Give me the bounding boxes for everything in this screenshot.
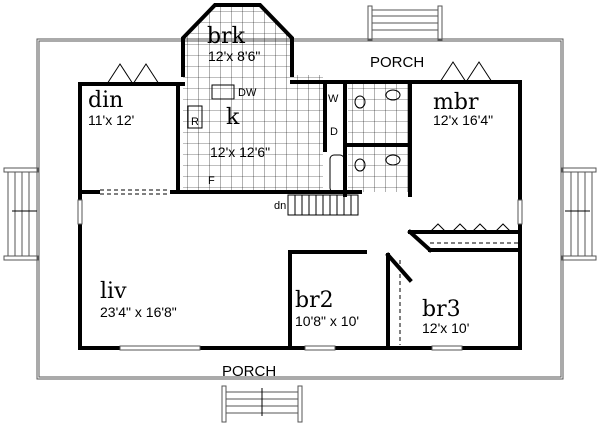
french-door-mbr [439, 61, 493, 83]
room-dims-k: 12'x 12'6" [210, 144, 270, 160]
stairs-left [3, 167, 39, 261]
toilet-2 [354, 158, 366, 172]
room-dims-din: 11'x 12' [88, 112, 134, 128]
porch-top-label: PORCH [370, 54, 424, 71]
label-refrigerator: R [191, 116, 199, 128]
label-furnace: F [208, 175, 215, 187]
room-name-br3: br3 [422, 297, 461, 322]
kitchen-floor [183, 75, 323, 190]
refrigerator [187, 105, 203, 129]
bath-floor [348, 82, 408, 192]
bifold-doors [429, 223, 512, 233]
interior-walls [78, 80, 522, 350]
room-name-k: k [226, 105, 240, 130]
stairs-right [561, 167, 597, 261]
label-dishwasher: DW [238, 87, 257, 99]
breakfast-bay [181, 2, 294, 77]
french-door-din [106, 63, 160, 85]
bathtub [329, 154, 345, 193]
stairs-top-right [367, 5, 443, 41]
kitchen-sink [211, 84, 235, 100]
label-stairs-down: dn [274, 200, 286, 212]
room-name-br2: br2 [295, 288, 334, 313]
windows [77, 199, 523, 351]
stairs-down [287, 194, 359, 216]
room-dims-br3: 12'x 10' [422, 320, 469, 336]
room-name-mbr: mbr [433, 90, 479, 115]
room-name-liv: liv [100, 279, 127, 304]
porch-railing [36, 38, 564, 380]
room-name-din: din [88, 88, 123, 113]
room-name-brk: brk [207, 24, 246, 49]
room-dims-mbr: 12'x 16'4" [433, 112, 493, 128]
label-dryer: D [330, 126, 338, 138]
toilet-1 [354, 95, 366, 109]
bath-sink-1 [385, 89, 401, 101]
bath-sink-2 [385, 154, 401, 166]
porch-bottom-label: PORCH [222, 363, 276, 380]
room-dims-liv: 23'4" x 16'8" [100, 304, 177, 320]
label-washer: W [328, 93, 339, 105]
stairs-bottom [221, 385, 303, 423]
room-dims-brk: 12'x 8'6" [208, 48, 260, 64]
room-dims-br2: 10'8" x 10' [295, 313, 359, 329]
